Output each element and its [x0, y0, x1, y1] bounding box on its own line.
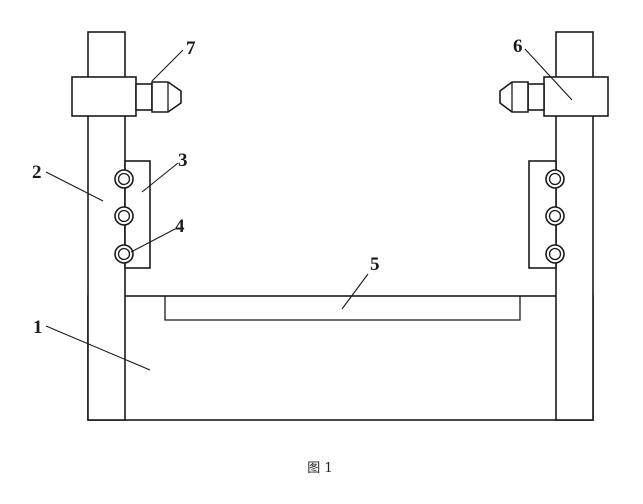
label-7: 7 — [186, 38, 196, 59]
bolt-head — [114, 169, 134, 189]
bolt-core — [548, 209, 562, 223]
bolt-head — [114, 206, 134, 226]
right-clamp-block — [543, 76, 609, 117]
base-body — [87, 295, 594, 421]
label-5: 5 — [370, 254, 380, 275]
label-6: 6 — [513, 36, 523, 57]
bolt-head — [114, 244, 134, 264]
label-4: 4 — [175, 216, 185, 237]
nozzle-tip — [499, 81, 529, 113]
nozzle-collar — [527, 83, 545, 111]
label-2: 2 — [32, 162, 42, 183]
leader-line-1 — [45, 325, 151, 371]
right-nozzle — [499, 81, 545, 113]
bolt-head — [545, 206, 565, 226]
leader-line-2 — [45, 171, 104, 202]
base-slot — [164, 296, 521, 321]
nozzle-tip — [151, 81, 182, 113]
bolt-core — [117, 209, 131, 223]
leader-line-5 — [341, 273, 369, 310]
bolt-core — [548, 172, 562, 186]
label-3: 3 — [178, 150, 188, 171]
leader-line-7 — [151, 49, 184, 82]
leader-line-3 — [141, 162, 179, 193]
leader-line-6 — [524, 48, 573, 101]
bolt-core — [117, 172, 131, 186]
left-clamp-block — [71, 76, 137, 117]
bolt-head — [545, 244, 565, 264]
leader-line-4 — [130, 228, 176, 253]
nozzle-collar — [135, 83, 153, 111]
bolt-core — [117, 247, 131, 261]
bolt-head — [545, 169, 565, 189]
bolt-core — [548, 247, 562, 261]
figure-caption: 图 1 — [307, 461, 332, 476]
left-nozzle — [135, 81, 182, 113]
left-bolts — [114, 169, 134, 264]
label-1: 1 — [33, 317, 43, 338]
right-bolts — [545, 169, 565, 264]
